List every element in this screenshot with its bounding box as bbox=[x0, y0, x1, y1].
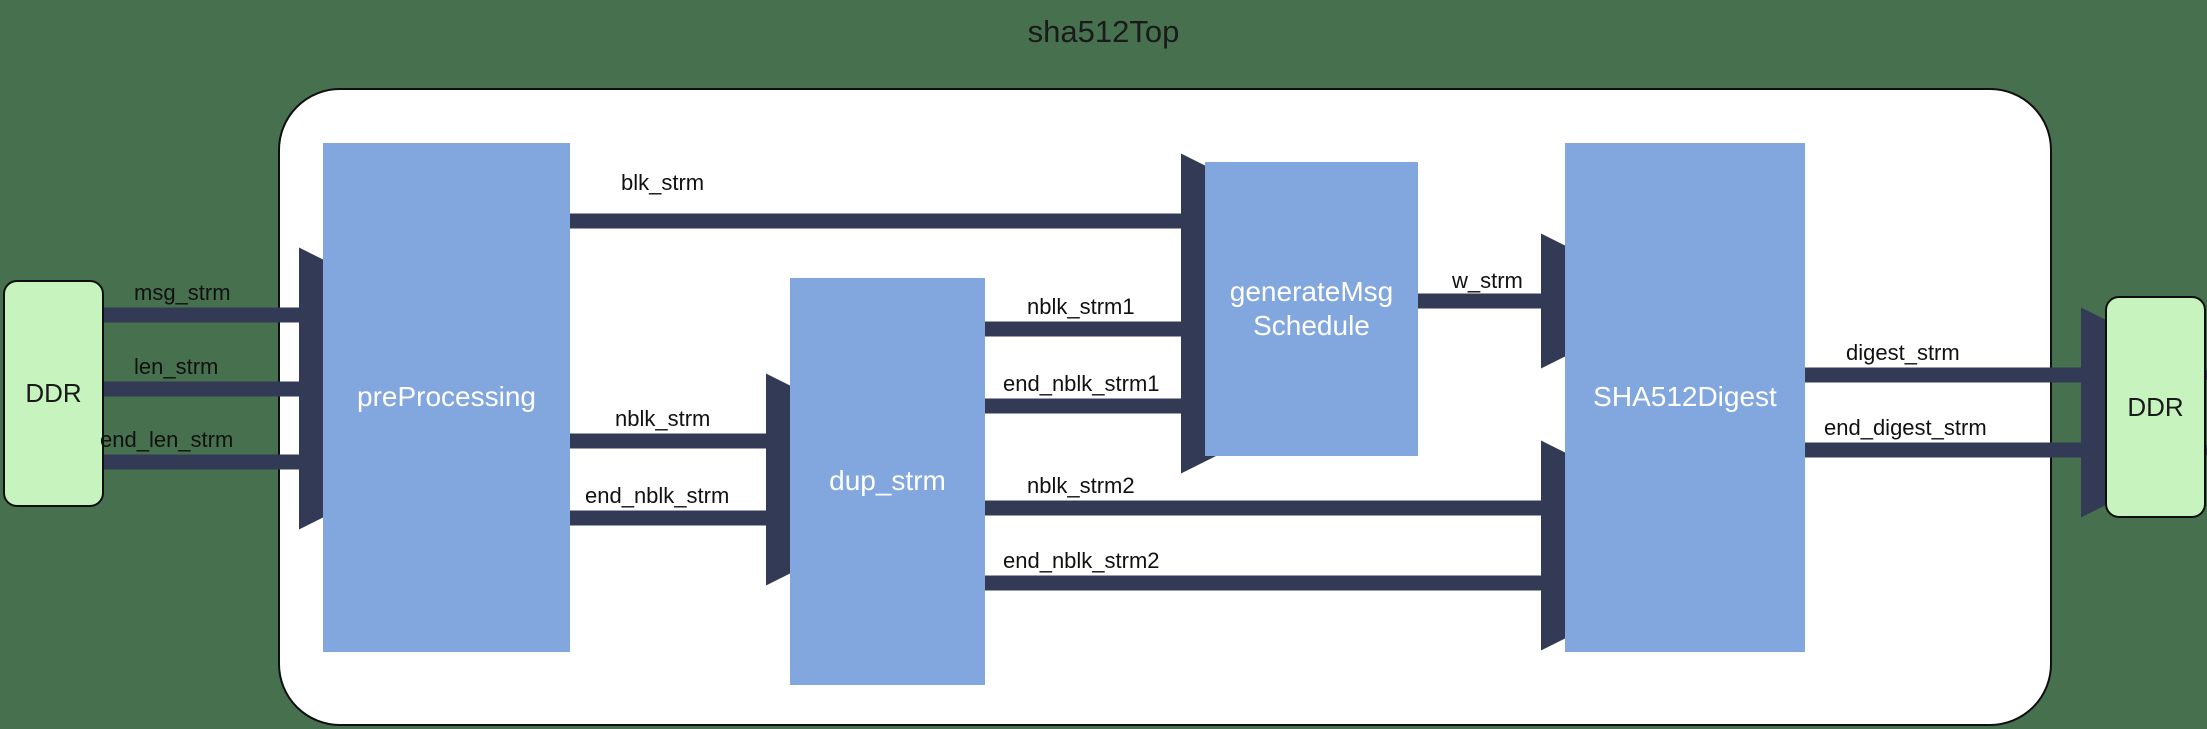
edge-label-end-digest-strm: end_digest_strm bbox=[1824, 415, 1987, 440]
module-generate-msg-schedule[interactable]: generateMsg Schedule bbox=[1205, 162, 1418, 456]
ddr-left-block[interactable]: DDR bbox=[3, 280, 104, 507]
edge-label-nblk-strm1: nblk_strm1 bbox=[1027, 294, 1135, 319]
module-dup-strm[interactable]: dup_strm bbox=[790, 278, 985, 685]
edge-label-end-nblk-strm2: end_nblk_strm2 bbox=[1003, 548, 1160, 573]
edge-label-end-len-strm: end_len_strm bbox=[100, 427, 234, 452]
edge-label-end-nblk-strm1: end_nblk_strm1 bbox=[1003, 371, 1160, 396]
ddr-right-label: DDR bbox=[2127, 391, 2184, 422]
module-generate-msg-schedule-line2: Schedule bbox=[1253, 310, 1370, 341]
diagram-title: sha512Top bbox=[1027, 14, 1180, 49]
edge-label-msg-strm: msg_strm bbox=[134, 280, 231, 305]
module-generate-msg-schedule-line1: generateMsg bbox=[1229, 275, 1394, 307]
edge-label-blk-strm: blk_strm bbox=[621, 170, 705, 195]
ddr-right-block[interactable]: DDR bbox=[2105, 296, 2206, 518]
module-generate-msg-schedule-label: generateMsg Schedule bbox=[1230, 275, 1393, 343]
module-sha512digest[interactable]: SHA512Digest bbox=[1565, 143, 1805, 652]
edge-label-nblk-strm: nblk_strm bbox=[615, 406, 711, 431]
edge-label-nblk-strm2: nblk_strm2 bbox=[1027, 473, 1135, 498]
edge-label-digest-strm: digest_strm bbox=[1846, 340, 1960, 365]
edge-label-w-strm: w_strm bbox=[1452, 268, 1523, 293]
module-preprocessing[interactable]: preProcessing bbox=[323, 143, 570, 652]
module-dup-strm-label: dup_strm bbox=[829, 465, 946, 497]
edge-label-len-strm: len_strm bbox=[134, 354, 219, 379]
edge-label-end-nblk-strm: end_nblk_strm bbox=[585, 483, 730, 508]
module-preprocessing-label: preProcessing bbox=[357, 381, 536, 413]
module-sha512digest-label: SHA512Digest bbox=[1593, 381, 1777, 413]
ddr-left-label: DDR bbox=[25, 378, 82, 408]
